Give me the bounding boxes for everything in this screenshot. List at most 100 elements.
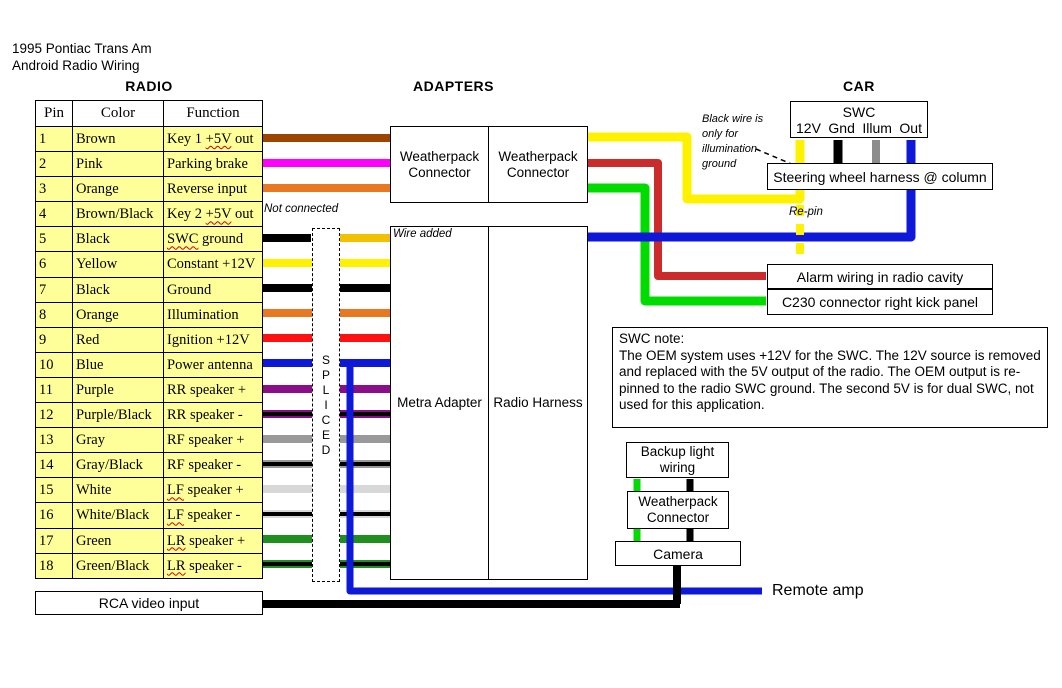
pin-cell: 12: [36, 403, 72, 428]
alarm-red-wire: [588, 159, 766, 280]
function-cell: Parking brake: [163, 152, 262, 177]
wire-stub: [263, 183, 390, 192]
spliced-letter: P: [321, 367, 330, 382]
color-cell: Orange: [72, 177, 163, 202]
function-cell: LR speaker -: [163, 553, 262, 578]
function-cell: RR speaker -: [163, 403, 262, 428]
pin-cell: 18: [36, 553, 72, 578]
function-cell: Illumination: [163, 302, 262, 327]
color-cell: Black: [72, 227, 163, 252]
color-cell: Gray/Black: [72, 453, 163, 478]
color-cell: White: [72, 478, 163, 503]
function-cell: LF speaker -: [163, 503, 262, 528]
function-cell: RF speaker -: [163, 453, 262, 478]
pin-cell: 11: [36, 377, 72, 403]
function-cell: Reverse input: [163, 177, 262, 202]
header-cell: Function: [163, 101, 262, 126]
color-cell: Black: [72, 277, 163, 302]
metra-adapter-box: Metra Adapter: [390, 226, 489, 580]
swc-pin-gnd: Gnd: [828, 120, 855, 136]
function-cell: LF speaker +: [163, 478, 262, 503]
pin-cell: 1: [36, 127, 72, 152]
function-cell: RR speaker +: [163, 377, 262, 403]
wire-stub: [338, 233, 390, 242]
pin-cell: 15: [36, 478, 72, 503]
wire-stub: [263, 158, 390, 167]
wire-added-note: Wire added: [393, 228, 452, 240]
pin-cell: 14: [36, 453, 72, 478]
heading-adapters: ADAPTERS: [413, 78, 495, 94]
spliced-letter: D: [321, 442, 331, 457]
pin-cell: 5: [36, 227, 72, 252]
weatherpack-connector-bottom-box: Weatherpack Connector: [627, 491, 729, 529]
function-cell: LR speaker +: [163, 528, 262, 553]
steering-harness-box: Steering wheel harness @ column: [767, 163, 993, 190]
pin-cell: 2: [36, 152, 72, 177]
header-cell: Pin: [43, 105, 64, 121]
function-cell: Power antenna: [163, 352, 262, 377]
swc-title: SWC: [842, 104, 876, 120]
pin-cell: 4: [36, 202, 72, 227]
pin-cell: 6: [36, 252, 72, 277]
remote-amp-label: Remote amp: [772, 582, 864, 599]
function-cell: Key 2 +5V out: [163, 202, 262, 227]
pin-cell: 7: [36, 277, 72, 302]
pin-cell: 8: [36, 302, 72, 327]
spliced-letter: S: [321, 352, 330, 367]
color-cell: Red: [72, 327, 163, 352]
pin-cell: 17: [36, 528, 72, 553]
function-cell: Constant +12V: [163, 252, 262, 277]
title-line2: Android Radio Wiring: [12, 58, 140, 73]
color-cell: Green/Black: [72, 553, 163, 578]
page-title: 1995 Pontiac Trans Am Android Radio Wiri…: [12, 40, 152, 74]
pin-cell: 9: [36, 327, 72, 352]
pin-cell: 10: [36, 352, 72, 377]
title-line1: 1995 Pontiac Trans Am: [12, 41, 152, 56]
color-cell: Purple/Black: [72, 403, 163, 428]
header-cell: Color: [72, 101, 163, 126]
backup-light-box: Backup light wiring: [626, 442, 729, 478]
function-cell: Key 1 +5V out: [163, 127, 262, 152]
spliced-letter: E: [321, 427, 330, 442]
alarm-wiring-box: Alarm wiring in radio cavity: [767, 264, 993, 289]
c230-connector-box: C230 connector right kick panel: [767, 289, 993, 315]
function-cell: RF speaker +: [163, 428, 262, 453]
remote-amp-blue-wire: [346, 364, 762, 595]
function-cell: Ignition +12V: [163, 327, 262, 352]
spliced-letter: L: [322, 382, 330, 397]
color-cell: Purple: [72, 377, 163, 403]
wire-stub: [263, 133, 390, 142]
swc-note-heading: SWC note:: [619, 331, 685, 346]
pin-cell: 3: [36, 177, 72, 202]
heading-car: CAR: [843, 78, 875, 94]
re-pin-note: Re-pin: [789, 206, 823, 218]
spliced-letter: I: [324, 397, 328, 412]
color-cell: Pink: [72, 152, 163, 177]
color-cell: Orange: [72, 302, 163, 327]
swc-pin-12v: 12V: [796, 120, 821, 136]
weatherpack-connector-right-box: Weatherpack Connector: [488, 126, 588, 203]
color-cell: Blue: [72, 352, 163, 377]
color-cell: Brown: [72, 127, 163, 152]
color-cell: Brown/Black: [72, 202, 163, 227]
color-cell: Green: [72, 528, 163, 553]
function-cell: Ground: [163, 277, 262, 302]
